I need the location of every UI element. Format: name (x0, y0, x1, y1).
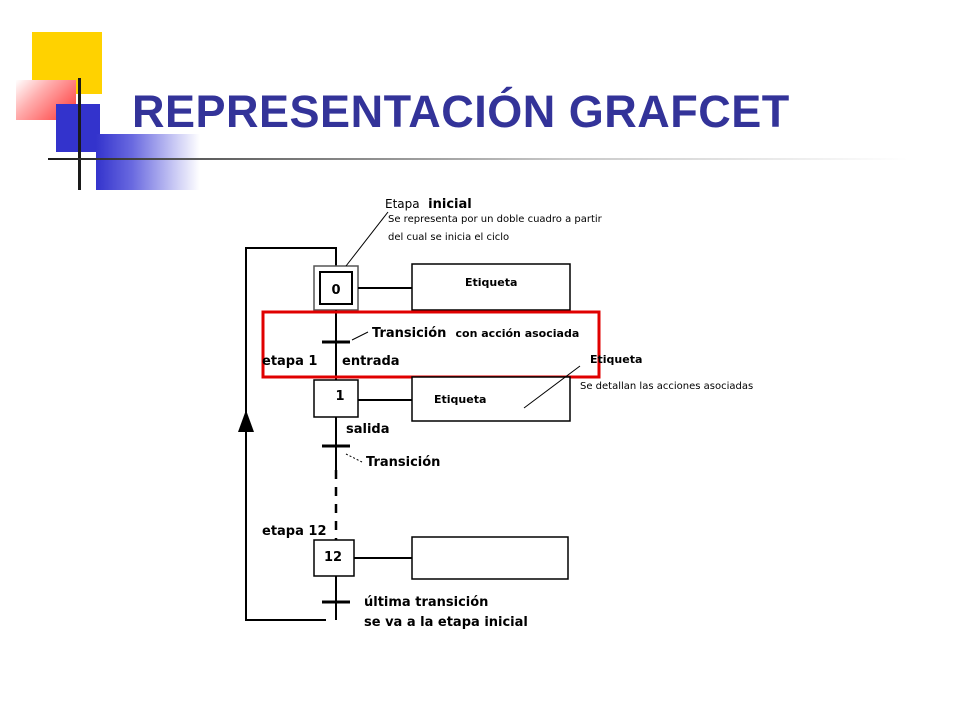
step-12-number: 12 (324, 550, 342, 565)
return-arrow-icon (238, 410, 254, 432)
initial-step-heading-2: inicial (428, 197, 472, 212)
initial-step: 0 (313, 265, 359, 311)
svg-text:Etapa inicial: Etapa inicial (385, 197, 472, 212)
transition-bar-pointer (345, 453, 363, 463)
label-etapa-1: etapa 1 (262, 354, 317, 369)
label-entrada: entrada (342, 354, 400, 369)
initial-step-annotation-pointer (345, 211, 389, 267)
action-callout-title: Etiqueta (590, 353, 642, 366)
svg-text:Transición con acción asoc: Transición con acción asociada (372, 322, 579, 341)
transition-pointer (351, 331, 369, 341)
step-12-box (313, 539, 355, 577)
initial-step-description-2: del cual se inicia el ciclo (388, 232, 509, 243)
initial-step-number: 0 (331, 283, 340, 298)
action-callout-description: Se detallan las acciones asociadas (580, 381, 753, 392)
transition-label-1: Transición (372, 326, 446, 341)
final-transition-line-1: última transición (364, 595, 488, 610)
action-label-top: Etiqueta (465, 276, 517, 289)
label-transicion: Transición (366, 455, 440, 470)
action-label-step1: Etiqueta (434, 393, 486, 406)
return-loop-line (245, 247, 337, 621)
initial-step-heading-1: Etapa (385, 197, 420, 211)
action-callout-pointer (523, 365, 581, 409)
initial-step-description-1: Se representa por un doble cuadro a part… (388, 214, 603, 225)
label-etapa-12: etapa 12 (262, 524, 327, 539)
step-1-action-box (411, 376, 571, 422)
final-transition-line-2: se va a la etapa inicial (364, 615, 528, 630)
transition-label-2: con acción asociada (456, 327, 580, 340)
decor-blue-gradient-bar (96, 134, 200, 190)
decor-vertical-line (78, 78, 81, 190)
slide-title: REPRESENTACIÓN GRAFCET (132, 86, 790, 137)
step-12-action-box (411, 536, 569, 580)
initial-step-action-box: Etiqueta (411, 263, 571, 311)
title-underline (48, 158, 908, 160)
step-1-number: 1 (335, 389, 344, 404)
step-1-box (313, 379, 359, 418)
label-salida: salida (346, 422, 390, 437)
